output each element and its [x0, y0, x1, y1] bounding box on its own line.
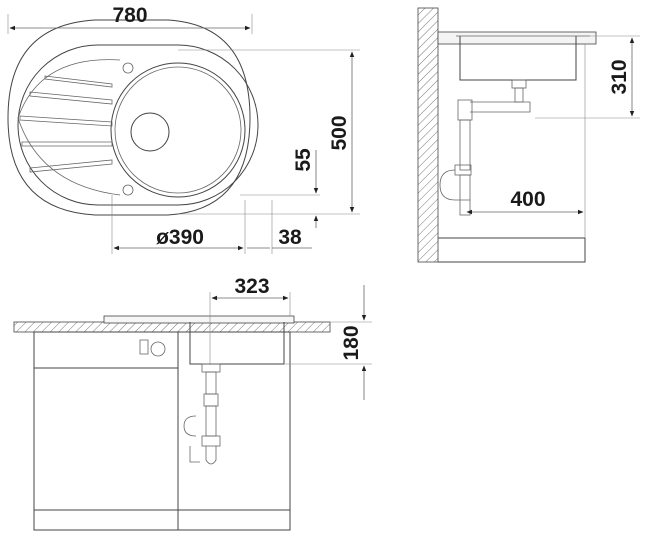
countertop — [437, 31, 597, 45]
sink-rim — [7, 19, 251, 216]
front-sink-flange — [103, 315, 295, 324]
front-bowl — [189, 322, 285, 365]
front-waste-pipe — [183, 363, 221, 465]
drainer-grooves — [19, 75, 113, 173]
dim-trap-distance: 400 — [510, 188, 545, 211]
side-view: 310 400 — [417, 7, 640, 263]
drainer-edge — [17, 59, 121, 196]
bowl-inner — [114, 66, 242, 194]
side-waste-pipe — [439, 79, 531, 216]
dim-bowl-depth: 310 — [608, 59, 631, 94]
dim-install-height: 180 — [340, 325, 363, 360]
front-view: 323 180 — [13, 275, 372, 531]
sink-outline — [17, 44, 259, 206]
dim-sink-width: 780 — [112, 4, 147, 27]
bowl-outline — [110, 62, 246, 198]
waste-hole — [130, 112, 170, 152]
tap-hole-top — [122, 62, 134, 74]
front-countertop — [13, 321, 331, 333]
wall — [417, 7, 439, 263]
cabinet-left — [33, 331, 179, 531]
dim-bowl-width: 323 — [234, 275, 269, 298]
appliance-button — [139, 339, 149, 355]
top-view: 780 500 55 ø390 38 — [7, 4, 360, 254]
tap-hole-bottom — [122, 184, 134, 196]
cabinet-right — [177, 331, 291, 531]
side-cabinet-base — [438, 237, 586, 263]
appliance-knob — [150, 341, 166, 357]
dim-waste-offset: 55 — [292, 148, 315, 172]
dim-sink-depth: 500 — [328, 115, 351, 150]
dim-edge-offset: 38 — [278, 226, 302, 249]
dim-bowl-diameter: ø390 — [156, 226, 204, 249]
